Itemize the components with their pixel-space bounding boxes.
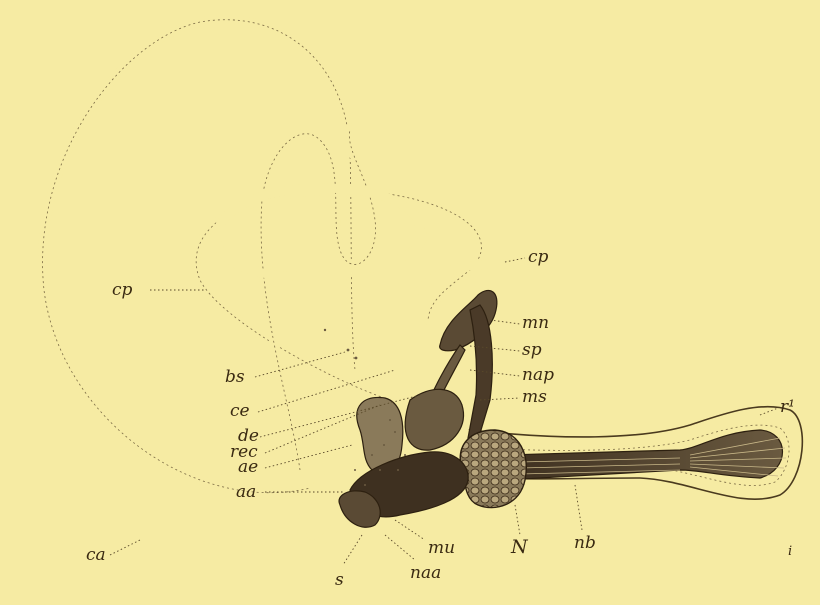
ganglion-cells — [460, 430, 526, 508]
label-s: s — [335, 570, 344, 590]
label-cp-left: cp — [112, 280, 133, 300]
label-sp: sp — [522, 340, 542, 360]
label-nap: nap — [522, 365, 554, 385]
label-ce: ce — [230, 401, 250, 421]
label-N: N — [510, 536, 529, 558]
label-r1: r¹ — [780, 397, 795, 417]
label-nb: nb — [574, 533, 596, 553]
label-ae: ae — [238, 457, 258, 477]
label-mn: mn — [522, 313, 549, 333]
label-ca: ca — [86, 545, 106, 565]
canal-horizontal-loop — [216, 188, 422, 276]
label-aa: aa — [236, 482, 256, 502]
label-ms: ms — [522, 387, 547, 407]
label-cp-right: cp — [528, 247, 549, 267]
label-i: i — [788, 544, 792, 559]
label-mu: mu — [428, 538, 455, 558]
label-naa: naa — [410, 563, 441, 583]
label-bs: bs — [225, 367, 245, 387]
duct-upper-right — [420, 264, 520, 290]
